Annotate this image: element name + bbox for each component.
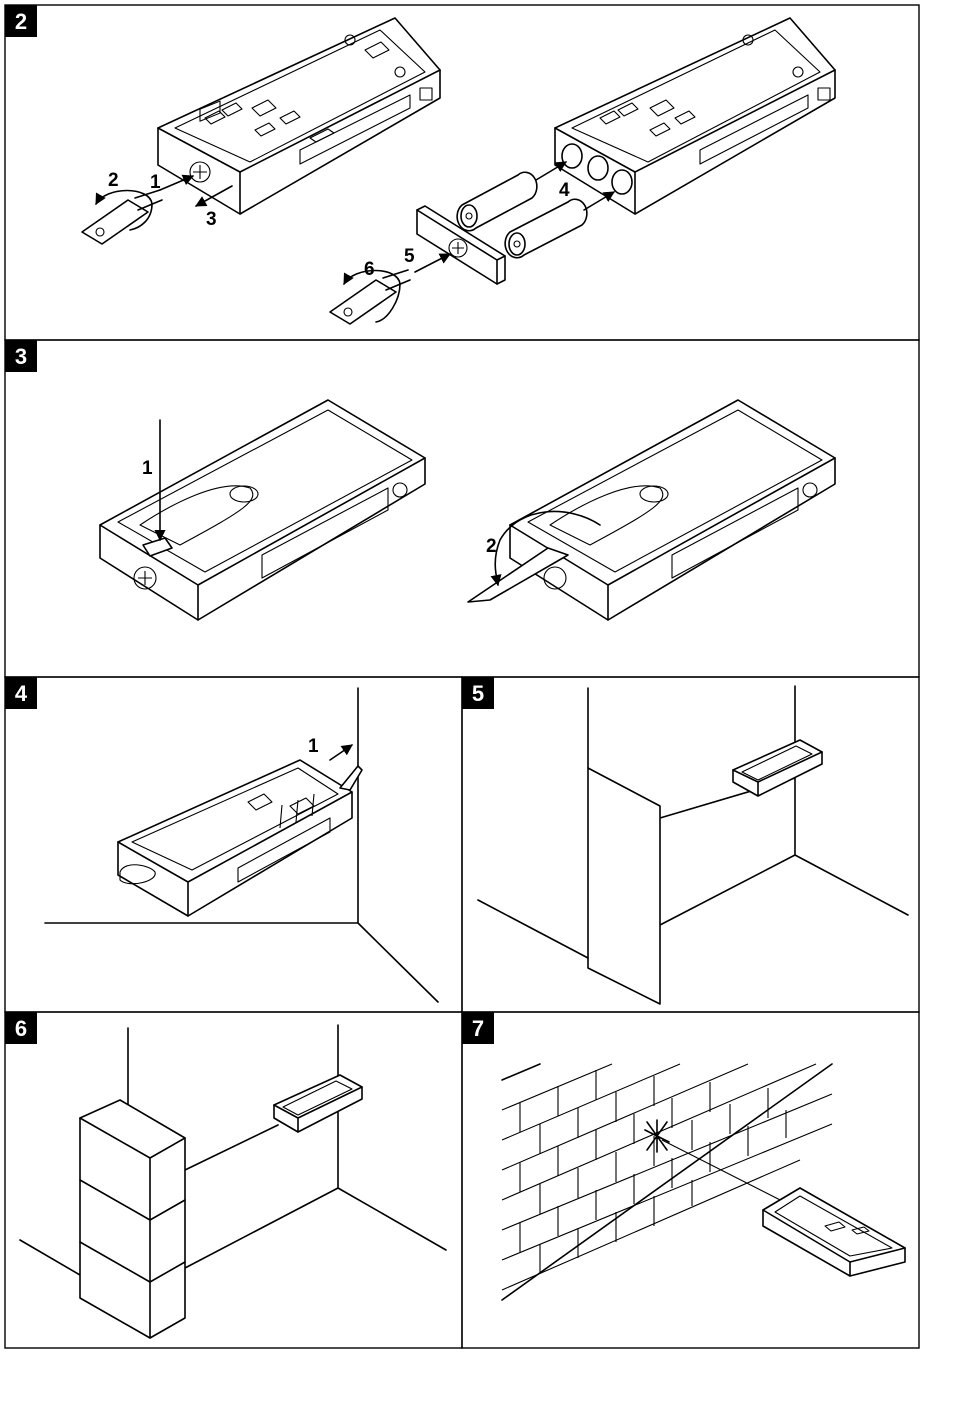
panel-7-number: 7 <box>472 1016 484 1041</box>
laser-spot-icon <box>644 1119 670 1153</box>
panel-2-step-1: 1 <box>150 172 161 193</box>
panel-4-number: 4 <box>15 681 28 706</box>
laser-meter-icon <box>99 399 426 621</box>
panel-2-step-3: 3 <box>206 209 217 230</box>
rotate-arrow-icon <box>490 510 601 587</box>
panel-2-step-5: 5 <box>404 246 415 267</box>
battery-icon <box>456 171 538 232</box>
brick-wall-icon <box>501 1063 833 1301</box>
floor-line <box>19 1239 81 1276</box>
panel-2-step-6: 6 <box>364 259 375 280</box>
laser-meter-icon <box>117 759 363 917</box>
panel-2: 2 2 1 3 <box>4 4 920 341</box>
rotate-arrow-icon <box>343 269 401 323</box>
laser-meter-icon <box>509 399 836 621</box>
laser-meter-icon <box>732 739 823 797</box>
panel-4: 4 1 <box>4 676 463 1013</box>
panel-5-tab <box>462 677 494 709</box>
panel-2-step-4: 4 <box>559 180 570 201</box>
panel-4-tab <box>5 677 37 709</box>
slide-arrow-icon <box>329 744 353 761</box>
wall-icon <box>587 685 909 926</box>
stop-pin-icon <box>467 547 569 603</box>
wall-icon <box>127 1024 447 1269</box>
laser-meter-icon <box>157 17 441 215</box>
pull-arrow-icon <box>195 185 233 207</box>
panel-7-frame <box>461 1011 920 1349</box>
laser-meter-icon <box>273 1074 363 1133</box>
panel-2-number: 2 <box>15 9 27 34</box>
insert-arrow-icon <box>583 191 615 211</box>
panel-3: 3 1 2 <box>4 339 920 678</box>
panel-6: 6 <box>4 1011 463 1349</box>
panel-2-tab <box>5 5 37 37</box>
battery-icon <box>504 198 588 259</box>
panel-2-step-2: 2 <box>108 170 119 191</box>
door-panel-icon <box>587 767 661 1005</box>
box-stack-icon <box>79 1099 186 1339</box>
panel-3-number: 3 <box>15 344 27 369</box>
rotate-arrow-icon <box>95 189 153 231</box>
panel-4-step-1: 1 <box>308 736 319 757</box>
floor-line <box>477 899 589 959</box>
panel-6-number: 6 <box>15 1016 27 1041</box>
laser-beam <box>661 1139 791 1206</box>
insert-arrow-icon <box>535 161 567 181</box>
panel-7-tab <box>462 1012 494 1044</box>
panel-3-step-1: 1 <box>142 458 153 479</box>
panel-7: 7 <box>461 1011 920 1349</box>
panel-6-tab <box>5 1012 37 1044</box>
key-icon <box>81 189 163 245</box>
panel-3-step-2: 2 <box>486 536 497 557</box>
key-icon <box>329 269 411 325</box>
laser-meter-icon <box>762 1187 906 1277</box>
laser-meter-icon <box>554 17 836 215</box>
panel-5-frame <box>461 676 920 1013</box>
panel-6-frame <box>4 1011 463 1349</box>
panel-3-tab <box>5 340 37 372</box>
battery-cover-icon <box>416 205 506 285</box>
push-arrow-icon <box>414 253 451 273</box>
panel-5-number: 5 <box>472 681 484 706</box>
push-arrow-icon <box>159 174 195 191</box>
panel-5: 5 <box>461 676 920 1013</box>
